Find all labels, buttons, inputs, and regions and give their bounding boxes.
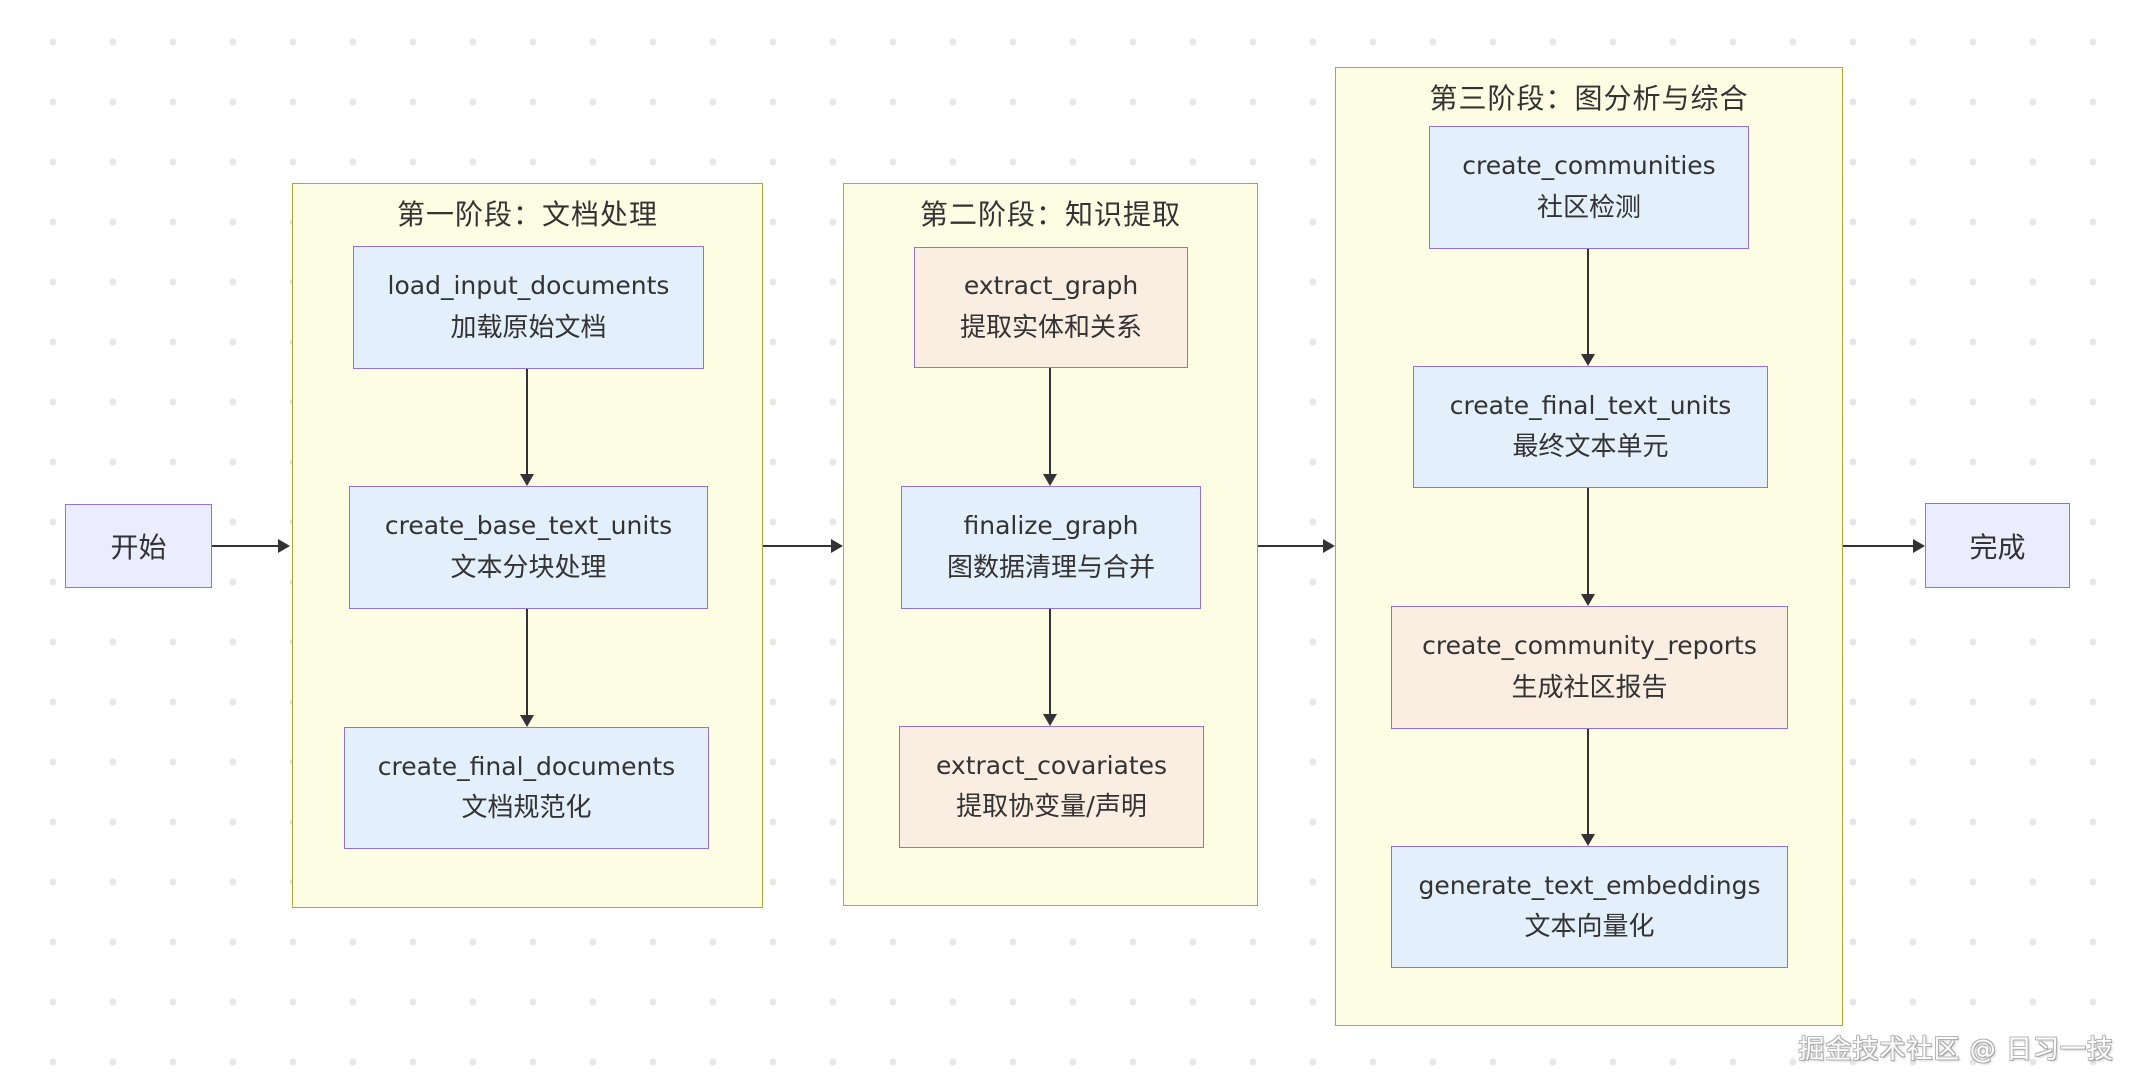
arrow-start-to-stage1 [212,539,290,553]
node-create-base-text-units: create_base_text_units 文本分块处理 [349,486,708,609]
node-desc: 文本分块处理 [450,552,607,583]
node-name: load_input_documents [387,271,670,301]
node-name: extract_graph [963,271,1139,301]
watermark: 掘金技术社区 @ 日习一技 [1798,1035,2114,1065]
arrow-stage2-node1-to-node2 [1043,368,1057,486]
node-extract-covariates: extract_covariates 提取协变量/声明 [899,726,1204,848]
node-generate-text-embeddings: generate_text_embeddings 文本向量化 [1391,846,1788,968]
node-desc: 文本向量化 [1524,912,1655,943]
arrow-stage3-node1-to-node2 [1581,249,1595,366]
stage-1-document-processing: 第一阶段：文档处理 load_input_documents 加载原始文档 cr… [292,183,763,908]
node-create-communities: create_communities 社区检测 [1429,126,1749,249]
arrow-stage3-node3-to-node4 [1581,729,1595,846]
end-node: 完成 [1925,503,2070,588]
start-node: 开始 [65,504,212,588]
arrow-stage2-node2-to-node3 [1043,609,1057,726]
node-load-input-documents: load_input_documents 加载原始文档 [353,246,704,369]
stage-3-graph-analysis-synthesis: 第三阶段：图分析与综合 create_communities 社区检测 crea… [1335,67,1843,1026]
node-name: create_community_reports [1422,631,1757,661]
node-finalize-graph: finalize_graph 图数据清理与合并 [901,486,1201,609]
arrow-stage1-to-stage2 [763,539,843,553]
node-name: generate_text_embeddings [1418,870,1761,900]
node-desc: 图数据清理与合并 [946,552,1155,583]
node-name: finalize_graph [963,511,1139,541]
end-node-label: 完成 [1969,530,2026,564]
node-create-final-text-units: create_final_text_units 最终文本单元 [1413,366,1768,488]
node-name: create_base_text_units [384,511,673,541]
node-name: extract_covariates [935,750,1168,780]
arrow-stage3-to-end [1843,539,1925,553]
node-extract-graph: extract_graph 提取实体和关系 [914,247,1188,368]
arrow-stage1-node1-to-node2 [520,369,534,486]
node-desc: 生成社区报告 [1511,672,1668,703]
arrow-stage1-node2-to-node3 [520,609,534,727]
node-name: create_final_text_units [1449,390,1732,420]
stage-3-title: 第三阶段：图分析与综合 [1429,82,1749,115]
node-desc: 提取协变量/声明 [956,792,1147,823]
node-desc: 加载原始文档 [450,312,607,343]
node-desc: 提取实体和关系 [959,312,1142,343]
stage-2-title: 第二阶段：知识提取 [919,198,1181,231]
arrow-stage3-node2-to-node3 [1581,488,1595,606]
node-desc: 社区检测 [1536,192,1641,223]
stage-1-title: 第一阶段：文档处理 [396,198,658,231]
node-desc: 文档规范化 [461,793,592,824]
node-create-community-reports: create_community_reports 生成社区报告 [1391,606,1788,729]
node-name: create_final_documents [377,751,676,781]
start-node-label: 开始 [110,531,167,564]
node-create-final-documents: create_final_documents 文档规范化 [344,727,709,849]
node-desc: 最终文本单元 [1512,432,1669,463]
stage-2-knowledge-extraction: 第二阶段：知识提取 extract_graph 提取实体和关系 finalize… [843,183,1258,906]
node-name: create_communities [1462,151,1716,181]
arrow-stage2-to-stage3 [1258,539,1335,553]
